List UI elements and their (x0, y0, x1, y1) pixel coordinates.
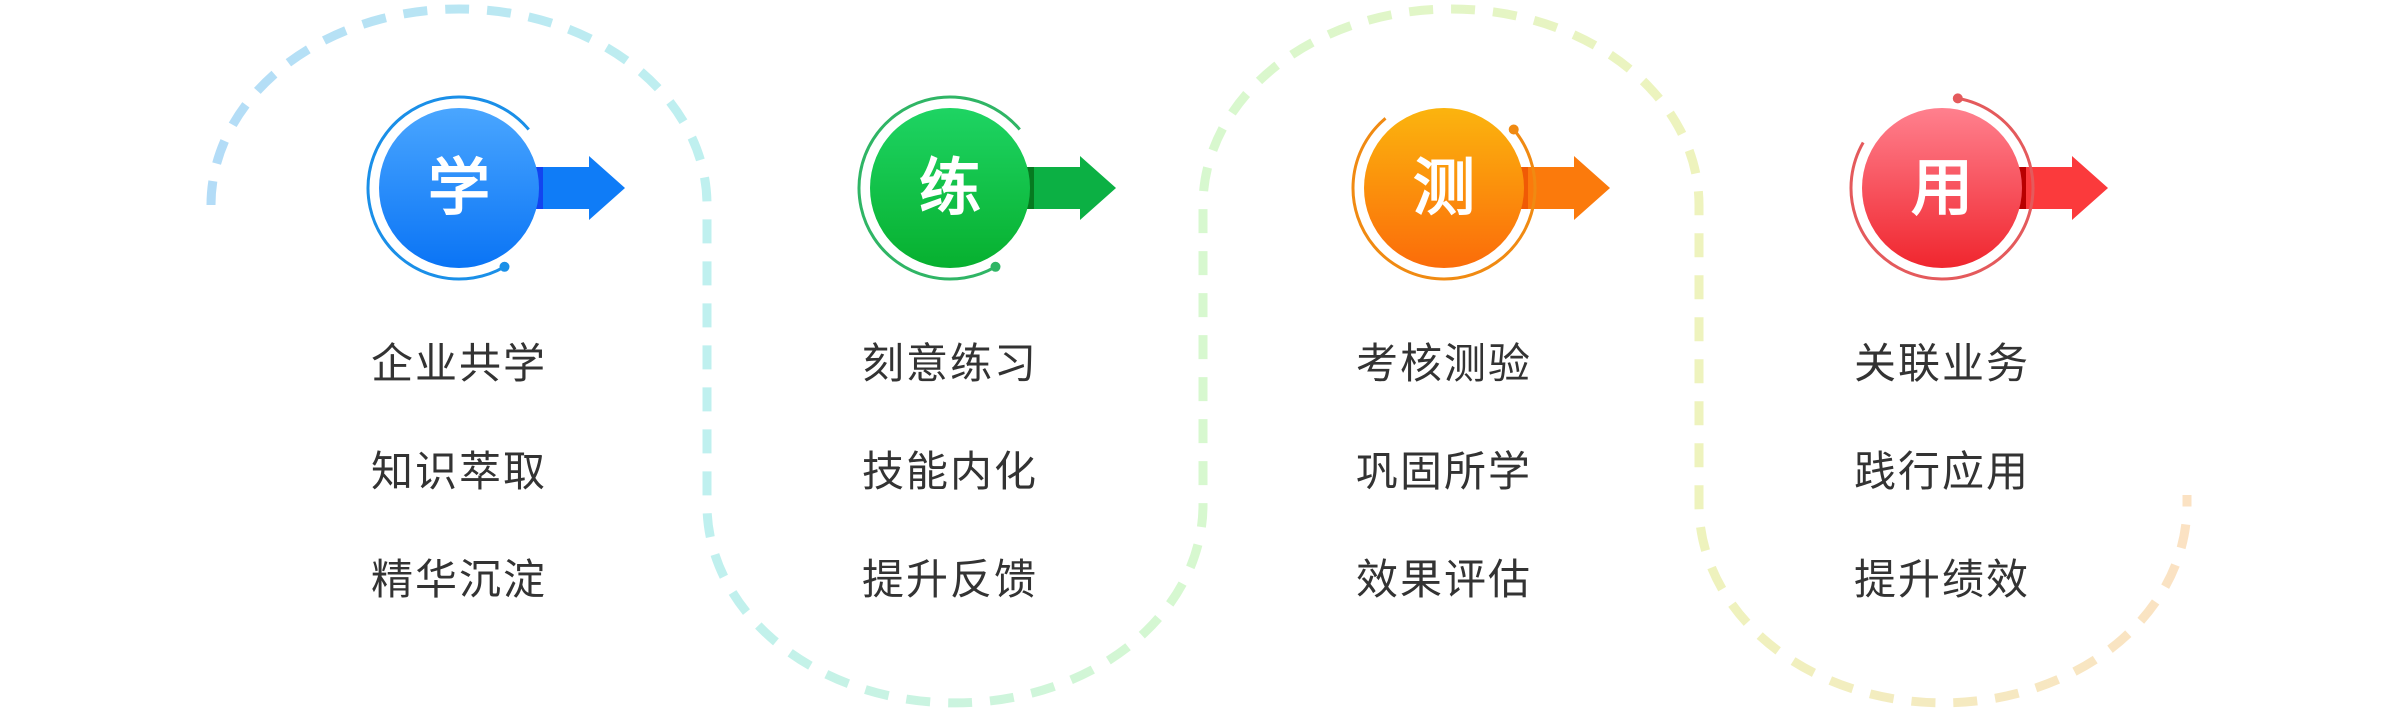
badge-label: 练 (918, 151, 981, 224)
progress-ring (857, 95, 1021, 281)
stage-item: 知识萃取 (370, 447, 547, 496)
stage-item: 关联业务 (1853, 339, 2030, 388)
stage-badge-icon (1849, 93, 2108, 281)
stage-4: 用 关联业务践行应用提升绩效 (1742, 0, 2142, 710)
stage-item: 巩固所学 (1355, 447, 1532, 496)
stage-item: 刻意练习 (861, 339, 1038, 388)
stage-2: 练 刻意练习技能内化提升反馈 (750, 0, 1150, 710)
stage-items: 关联业务践行应用提升绩效 (1742, 332, 2142, 656)
stage-3: 测 考核测验巩固所学效果评估 (1244, 0, 1644, 710)
badge-label: 用 (1910, 151, 1973, 224)
badge-circle (379, 108, 539, 268)
stage-item: 技能内化 (861, 447, 1038, 496)
stage-item: 精华沉淀 (370, 555, 547, 604)
stage-badge-icon (366, 95, 625, 281)
stage-item: 践行应用 (1853, 447, 2030, 496)
stage-1: 学 企业共学知识萃取精华沉淀 (259, 0, 659, 710)
stage-item: 提升反馈 (861, 555, 1038, 604)
badge-label: 学 (427, 151, 490, 224)
badge-circle (1862, 108, 2022, 268)
badge-circle (870, 108, 1030, 268)
badge-circle (1364, 108, 1524, 268)
progress-ring (366, 95, 530, 281)
stage-items: 企业共学知识萃取精华沉淀 (259, 332, 659, 656)
stage-item: 考核测验 (1355, 339, 1532, 388)
progress-ring (1351, 117, 1537, 281)
stage-items: 刻意练习技能内化提升反馈 (750, 332, 1150, 656)
stage-items: 考核测验巩固所学效果评估 (1244, 332, 1644, 656)
stage-badge-icon (857, 95, 1116, 281)
badge-label: 测 (1412, 151, 1475, 224)
stage-badge-icon (1351, 108, 1610, 281)
stage-item: 企业共学 (370, 339, 547, 388)
progress-ring (1849, 96, 2035, 281)
stage-item: 提升绩效 (1853, 555, 2030, 604)
stage-item: 效果评估 (1355, 555, 1532, 604)
